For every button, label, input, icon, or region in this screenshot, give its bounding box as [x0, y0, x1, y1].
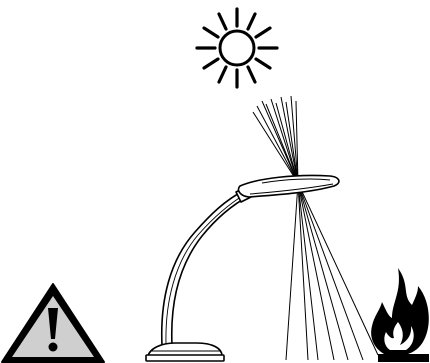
outgoing-ray	[286, 183, 298, 360]
sun-ray	[256, 28, 270, 37]
lamp-base	[148, 343, 222, 356]
desk-lamp-icon	[146, 175, 339, 361]
sun-ray	[219, 14, 226, 29]
sun-icon	[197, 9, 277, 87]
exclamation-dot	[49, 343, 58, 352]
sun-ray-group	[197, 9, 277, 87]
sun-ray	[248, 67, 255, 82]
outgoing-ray	[298, 183, 378, 355]
sun-ray	[219, 67, 226, 82]
incoming-ray	[266, 104, 298, 183]
sun-ray	[248, 14, 255, 29]
flame-ground-bar	[378, 354, 429, 362]
lamp-arm	[162, 190, 249, 345]
sun-ray	[256, 59, 270, 68]
outgoing-ray	[298, 183, 348, 360]
lamp-base-foot	[146, 355, 224, 361]
sun-disc	[220, 31, 254, 65]
flame-icon	[371, 268, 429, 362]
sun-ray	[204, 28, 218, 37]
diverging-rays	[286, 183, 378, 360]
incoming-ray	[271, 99, 298, 183]
lamp-arm-highlight	[166, 193, 247, 344]
sun-ray	[204, 59, 218, 68]
warning-triangle-icon	[2, 284, 104, 362]
converging-rays	[253, 96, 298, 183]
